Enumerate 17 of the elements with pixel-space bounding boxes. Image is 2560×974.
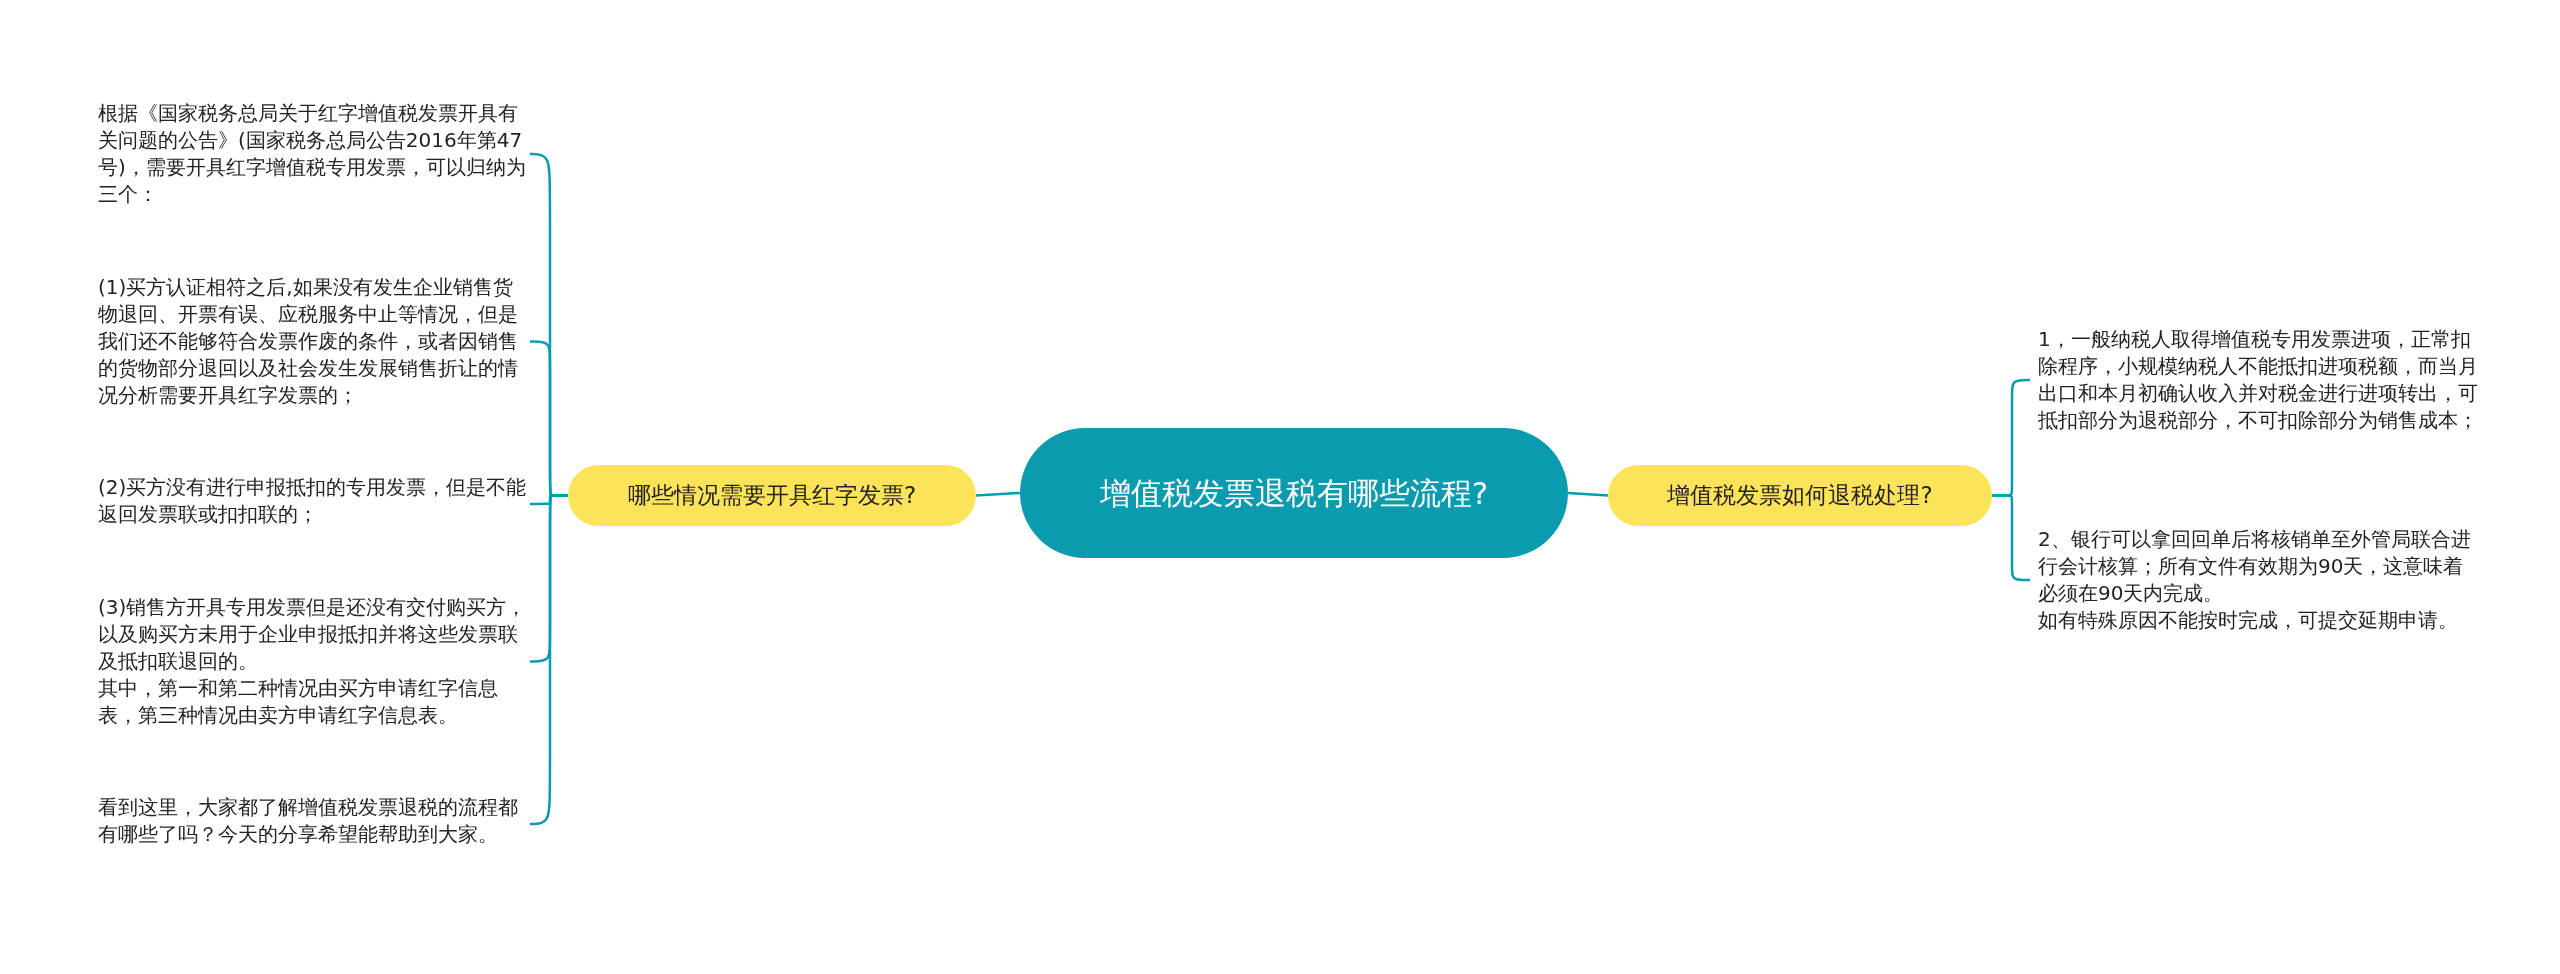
connector-line xyxy=(975,491,1021,497)
subtopic-pill xyxy=(568,465,976,526)
note-text: (2)买方没有进行申报抵扣的专用发票，但是不能返回发票联或扣扣联的； xyxy=(98,474,528,528)
note-text: 根据《国家税务总局关于红字增值税发票开具有关问题的公告》(国家税务总局公告2016年第47号)，需要开具红字增值税专用发票，可以归纳为三个： xyxy=(98,100,527,208)
connector-line xyxy=(1567,491,1609,497)
note-text: 看到这里，大家都了解增值税发票退税的流程都有哪些了吗？今天的分享希望能帮助到大家。 xyxy=(98,794,519,848)
subtopic-pill xyxy=(1608,465,1992,526)
connector-line xyxy=(530,494,568,826)
topic-text: 增值税发票退税有哪些流程? xyxy=(1099,474,1489,513)
note-text: 其中，第一和第二种情况由买方申请红字信息表，第三种情况由卖方申请红字信息表。 xyxy=(98,675,499,729)
note-text: (1)买方认证相符之后,如果没有发生企业销售货物退回、开票有误、应税服务中止等情况，但是我们还不能够符合发票作废的条件，或者因销售的货物部分退回以及社会发生发展销售折让的情况分析需要开具红字发票的； xyxy=(98,274,519,409)
topic-text: 增值税发票如何退税处理? xyxy=(1667,481,1933,510)
note-text: 1，一般纳税人取得增值税专用发票进项，正常扣除程序，小规模纳税人不能抵扣进项税额，而当月出口和本月初确认收入并对税金进行进项转出，可抵扣部分为退税部分，不可扣除部分为销售成本； xyxy=(2038,326,2478,434)
note-text: 如有特殊原因不能按时完成，可提交延期申请。 xyxy=(2038,607,2459,634)
note-text: (3)销售方开具专用发票但是还没有交付购买方，以及购买方未用于企业申报抵扣并将这些发票联及抵扣联退回的。 xyxy=(98,594,528,675)
note-text: 2、银行可以拿回回单后将核销单至外管局联合进行会计核算；所有文件有效期为90天，这意味着必须在90天内完成。 xyxy=(2038,526,2472,607)
topic-text: 哪些情况需要开具红字发票? xyxy=(627,481,917,510)
